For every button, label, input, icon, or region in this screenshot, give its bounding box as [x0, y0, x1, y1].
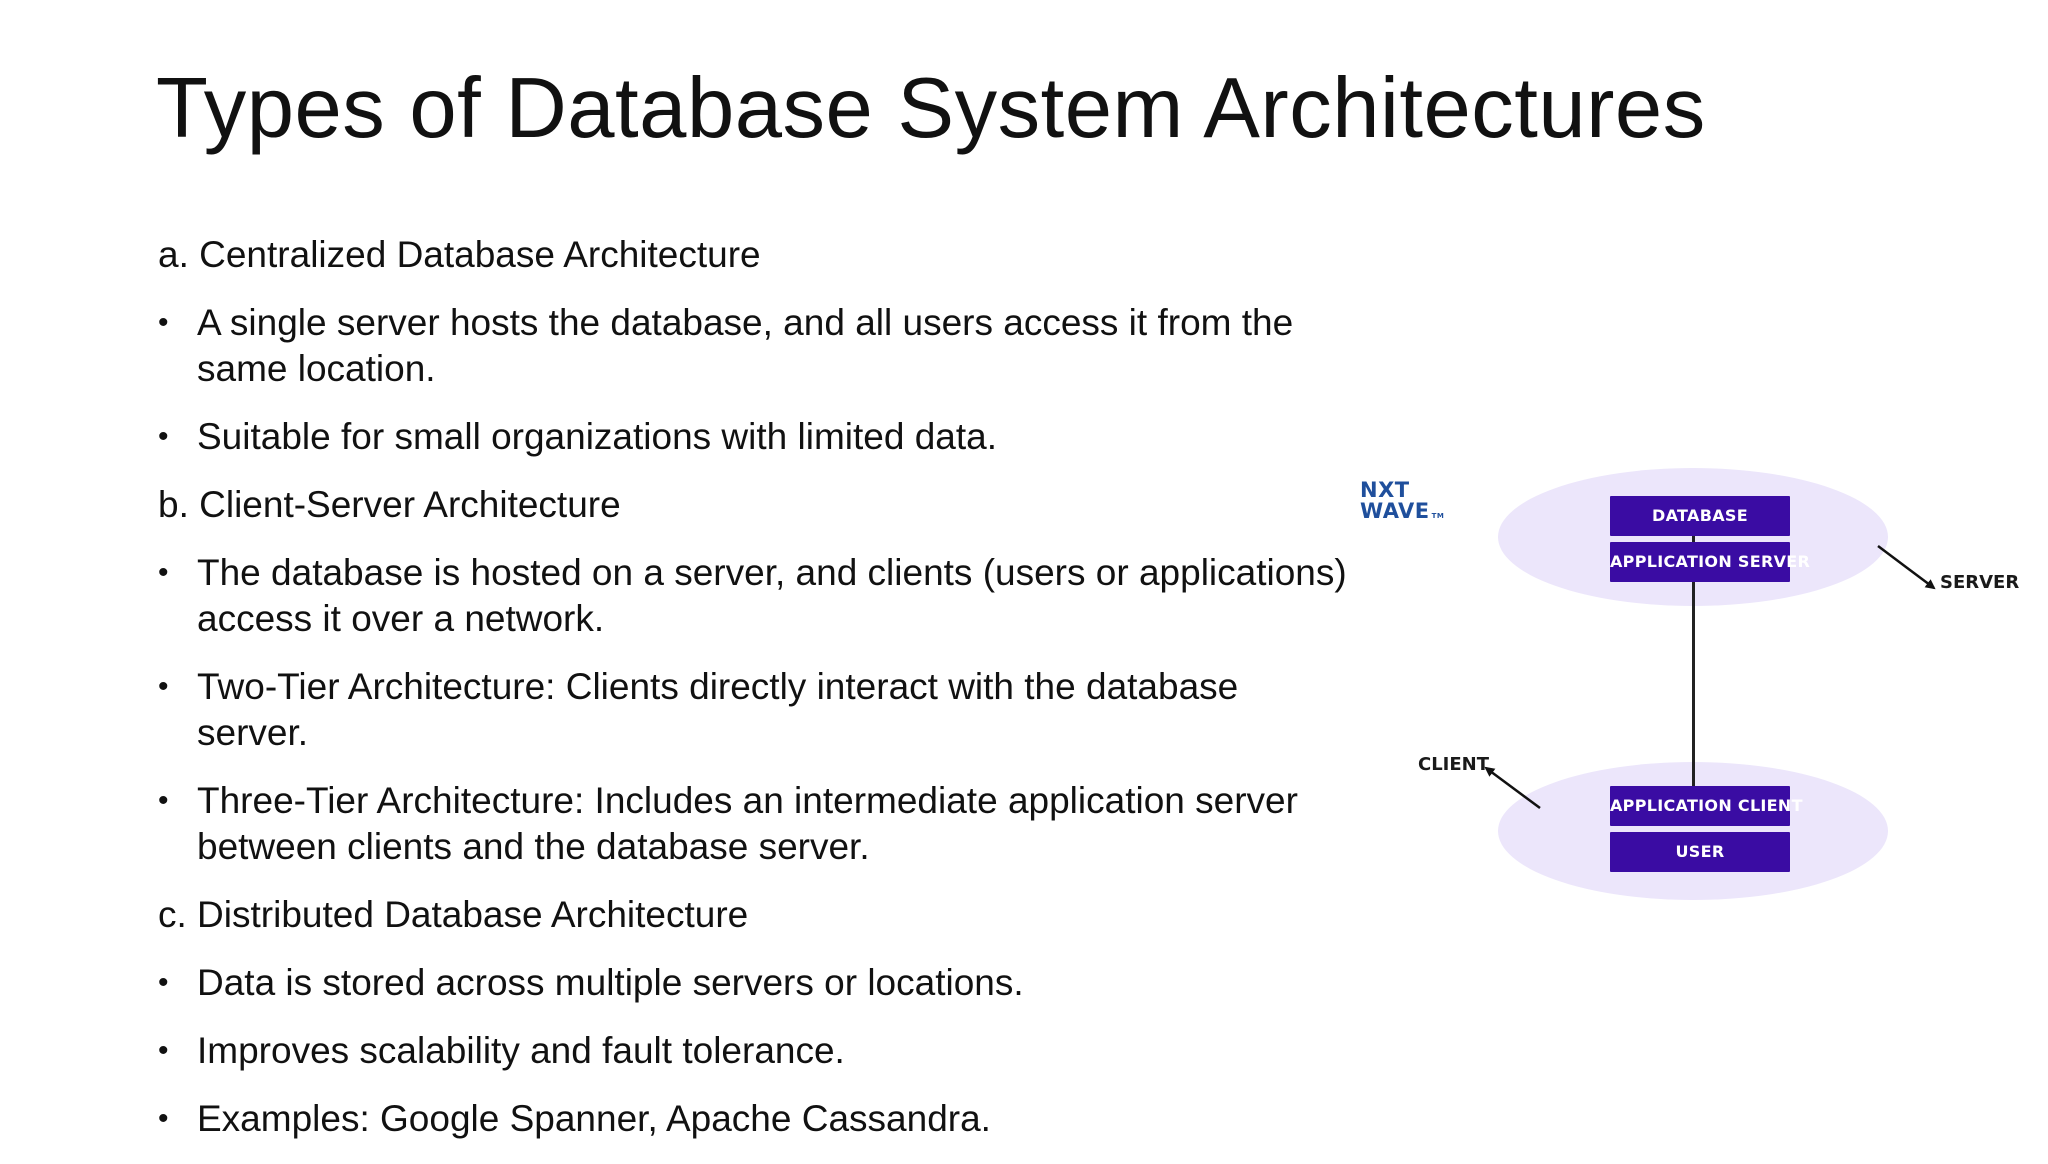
bullet-text: The database is hosted on a server, and … [197, 552, 1347, 639]
bullet-text: Suitable for small organizations with li… [197, 416, 997, 457]
bullet-text: Three-Tier Architecture: Includes an int… [197, 780, 1298, 867]
application-client-box: APPLICATION CLIENT [1610, 786, 1803, 826]
bullet-text: Data is stored across multiple servers o… [197, 962, 1024, 1003]
bullet-item: • Three-Tier Architecture: Includes an i… [158, 778, 1358, 870]
section-heading-centralized: a. Centralized Database Architecture [158, 234, 761, 275]
section-heading-client-server: b. Client-Server Architecture [158, 484, 621, 525]
logo-tm: TM [1431, 512, 1445, 520]
bullet-text: Examples: Google Spanner, Apache Cassand… [197, 1098, 991, 1139]
bullet-text: A single server hosts the database, and … [197, 302, 1294, 389]
bullet-icon: • [158, 784, 169, 817]
bullet-icon: • [158, 1102, 169, 1135]
bullet-item: • Examples: Google Spanner, Apache Cassa… [158, 1096, 1358, 1142]
user-box: USER [1610, 832, 1790, 872]
client-label: CLIENT [1418, 754, 1490, 775]
bullet-icon: • [158, 670, 169, 703]
server-label: SERVER [1940, 572, 2020, 593]
bullet-item: • The database is hosted on a server, an… [158, 550, 1358, 642]
server-arrow-icon [1877, 545, 1936, 590]
bullet-text: Improves scalability and fault tolerance… [197, 1030, 845, 1071]
diagram-arrows [1484, 545, 1936, 810]
bullet-icon: • [158, 420, 169, 453]
slide-title: Types of Database System Architectures [156, 61, 1706, 156]
bullet-icon: • [158, 966, 169, 999]
section-heading-distributed: c. Distributed Database Architecture [158, 894, 749, 935]
logo-line-2-text: WAVE [1360, 499, 1430, 523]
bullet-item: • Improves scalability and fault toleran… [158, 1028, 1358, 1074]
connection-line [1692, 532, 1695, 802]
application-server-box: APPLICATION SERVER [1610, 542, 1810, 582]
database-box: DATABASE [1610, 496, 1790, 536]
logo-line-1: NXT [1360, 478, 1410, 502]
bullet-item: • A single server hosts the database, an… [158, 300, 1358, 392]
bullet-icon: • [158, 306, 169, 339]
bullet-icon: • [158, 556, 169, 589]
client-arrow-icon [1484, 766, 1541, 810]
slide-content: a. Centralized Database Architecture • A… [158, 232, 1358, 1164]
bullet-item: • Suitable for small organizations with … [158, 414, 1358, 460]
bullet-text: Two-Tier Architecture: Clients directly … [197, 666, 1239, 753]
bullet-item: • Data is stored across multiple servers… [158, 960, 1358, 1006]
bullet-item: • Two-Tier Architecture: Clients directl… [158, 664, 1358, 756]
bullet-icon: • [158, 1034, 169, 1067]
